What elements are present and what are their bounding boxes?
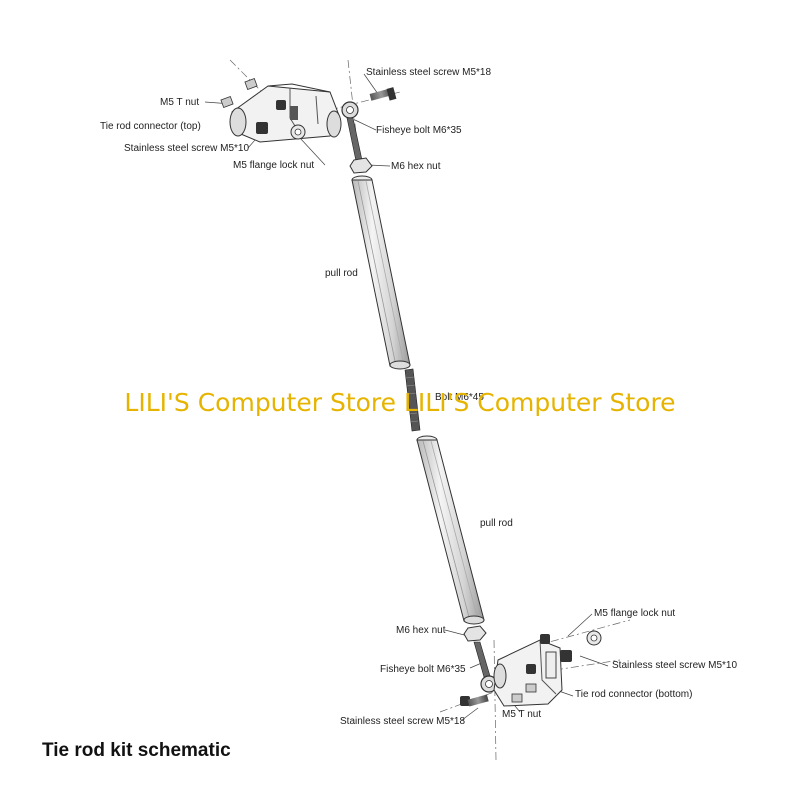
top-connector-bracket (229, 83, 342, 143)
top-fisheye-bolt (341, 101, 363, 162)
top-screw-m5x10 (256, 100, 298, 134)
label-top-connector: Tie rod connector (top) (100, 121, 201, 132)
bottom-screw-m5x18 (460, 694, 489, 707)
label-top-hex-nut: M6 hex nut (391, 161, 441, 172)
label-top-screw-m5x18: Stainless steel screw M5*18 (366, 67, 492, 78)
top-t-nut (220, 78, 258, 108)
label-top-t-nut: M5 T nut (160, 97, 200, 108)
top-flange-lock-nut (290, 124, 306, 140)
bottom-t-nut (511, 683, 537, 703)
bottom-m6-hex-nut (463, 625, 487, 642)
bottom-flange-lock-nut (586, 630, 602, 646)
label-top-fisheye: Fisheye bolt M6*35 (376, 125, 462, 136)
bottom-screw-m5x10 (526, 634, 572, 674)
middle-bolt (404, 368, 421, 432)
store-watermark: LILI'S Computer Store LILI'S Computer St… (124, 388, 676, 417)
label-bottom-screw-m5x10: Stainless steel screw M5*10 (612, 660, 738, 671)
label-lower-pull-rod: pull rod (480, 518, 513, 529)
diagram-caption: Tie rod kit schematic (42, 740, 231, 761)
label-upper-pull-rod: pull rod (325, 268, 358, 279)
label-bottom-flange-nut: M5 flange lock nut (594, 608, 676, 619)
label-top-screw-m5x10: Stainless steel screw M5*10 (124, 143, 250, 154)
label-bottom-screw-m5x18: Stainless steel screw M5*18 (340, 716, 466, 727)
top-m6-hex-nut (349, 157, 373, 174)
label-bottom-t-nut: M5 T nut (502, 709, 542, 720)
label-bottom-hex-nut: M6 hex nut (396, 625, 446, 636)
bottom-fisheye-bolt (473, 641, 498, 693)
leader-lines (204, 73, 609, 721)
label-middle-bolt: Bolt M6*45 (435, 392, 484, 403)
upper-pull-rod (351, 175, 411, 370)
lower-pull-rod (416, 435, 485, 625)
top-screw-m5x18 (369, 87, 397, 101)
label-bottom-fisheye: Fisheye bolt M6*35 (380, 664, 466, 675)
label-top-flange-nut: M5 flange lock nut (233, 160, 315, 171)
label-bottom-connector: Tie rod connector (bottom) (575, 689, 693, 700)
